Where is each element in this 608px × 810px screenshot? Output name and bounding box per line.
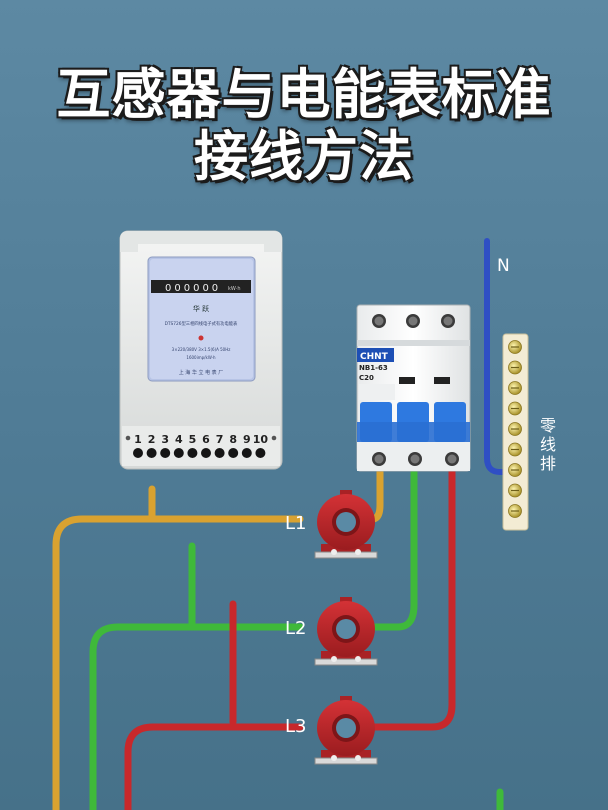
terminal-hole [255, 448, 266, 458]
phase-label-l3: L3 [285, 716, 306, 737]
terminal-hole [201, 448, 211, 458]
busbar-label-3: 排 [540, 454, 556, 473]
title-line-2: 接线方法 [194, 125, 414, 188]
terminal-number: 9 [243, 433, 251, 446]
energy-meter: 000000 kW·h 华 跃 DTS726型三相四线电子式有功电能表 3×22… [119, 230, 283, 470]
meter-counter [151, 280, 251, 293]
title-line-1: 互感器与电能表标准 [56, 63, 552, 126]
breaker-brand: CHNT [360, 352, 389, 362]
ct-l1 [314, 490, 378, 559]
phase-label-l2: L2 [285, 618, 306, 639]
title: 互感器与电能表标准 接线方法 [0, 64, 608, 188]
breaker-rating: C20 [359, 374, 374, 382]
busbar-label-2: 线 [540, 435, 556, 454]
terminal-number: 3 [161, 433, 169, 446]
terminal-number: 6 [202, 433, 210, 446]
terminal-screw-left [125, 435, 131, 441]
meter-spec-2: 1600imp/kW·h [186, 355, 216, 360]
meter-maker: 上 海 华 立 电 表 厂 [179, 369, 224, 376]
terminal-screw-right [271, 435, 277, 441]
terminal-number: 8 [229, 433, 237, 446]
wire-l3 [124, 457, 456, 810]
wire-l2 [89, 457, 504, 810]
terminal-hole [173, 448, 184, 458]
terminal-number: 1 [134, 433, 142, 446]
wire-neutral [484, 238, 517, 475]
terminal-hole [146, 448, 157, 458]
phase-label-l1: L1 [285, 513, 306, 534]
meter-spec-1: 3×220/380V 3×1.5(6)A 50Hz [172, 347, 231, 352]
busbar-label-1: 零 [540, 416, 556, 435]
meter-brand: 华 跃 [193, 304, 209, 313]
meter-counter-digits: 000000 [165, 283, 221, 294]
meter-counter-unit: kW·h [228, 286, 241, 292]
terminal-hole [133, 448, 143, 458]
meter-led [198, 335, 204, 341]
terminal-hole [160, 448, 171, 458]
breaker-model: NB1-63 [359, 364, 388, 372]
meter-model: DTS726型三相四线电子式有功电能表 [165, 320, 238, 327]
ct-l2 [314, 597, 378, 666]
terminal-hole [214, 448, 225, 458]
terminal-number: 7 [216, 433, 224, 446]
neutral-label: N [497, 256, 510, 276]
terminal-number: 2 [148, 433, 156, 446]
circuit-breaker: CHNT NB1-63 C20 [356, 304, 471, 472]
ct-l3 [314, 696, 378, 765]
terminal-number: 5 [189, 433, 197, 446]
terminal-number: 10 [253, 433, 269, 446]
terminal-hole [241, 448, 252, 458]
terminal-hole [228, 448, 239, 458]
terminal-number: 4 [175, 433, 183, 446]
neutral-busbar [502, 333, 529, 531]
terminal-hole [187, 448, 198, 458]
